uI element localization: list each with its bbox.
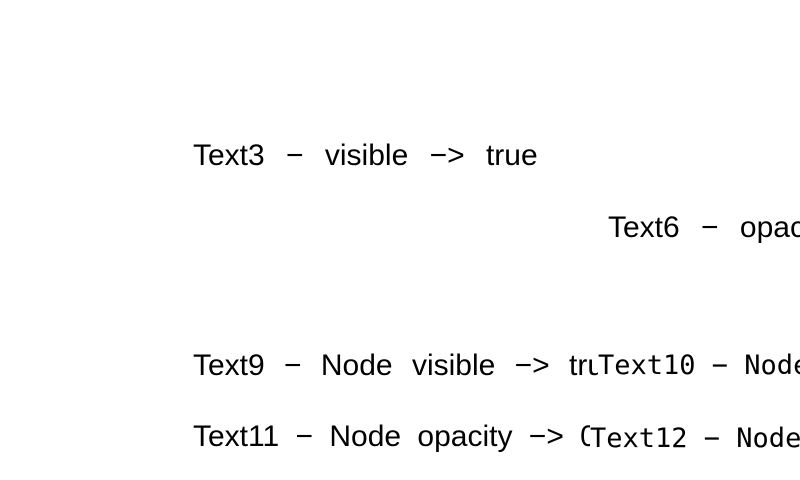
text3-visible-label: Text3 − visible −> true xyxy=(193,139,538,172)
text12-node-opacity-label: Text12 − Node xyxy=(590,425,800,452)
text11-node-opacity-label: Text11 − Node opacity −> 0 xyxy=(193,420,597,453)
text9-node-visible-label: Text9 − Node visible −> true xyxy=(193,349,621,382)
text10-node-visible-label: Text10 − Node xyxy=(598,352,800,379)
text6-opacity-label: Text6 − opacity xyxy=(608,211,800,244)
